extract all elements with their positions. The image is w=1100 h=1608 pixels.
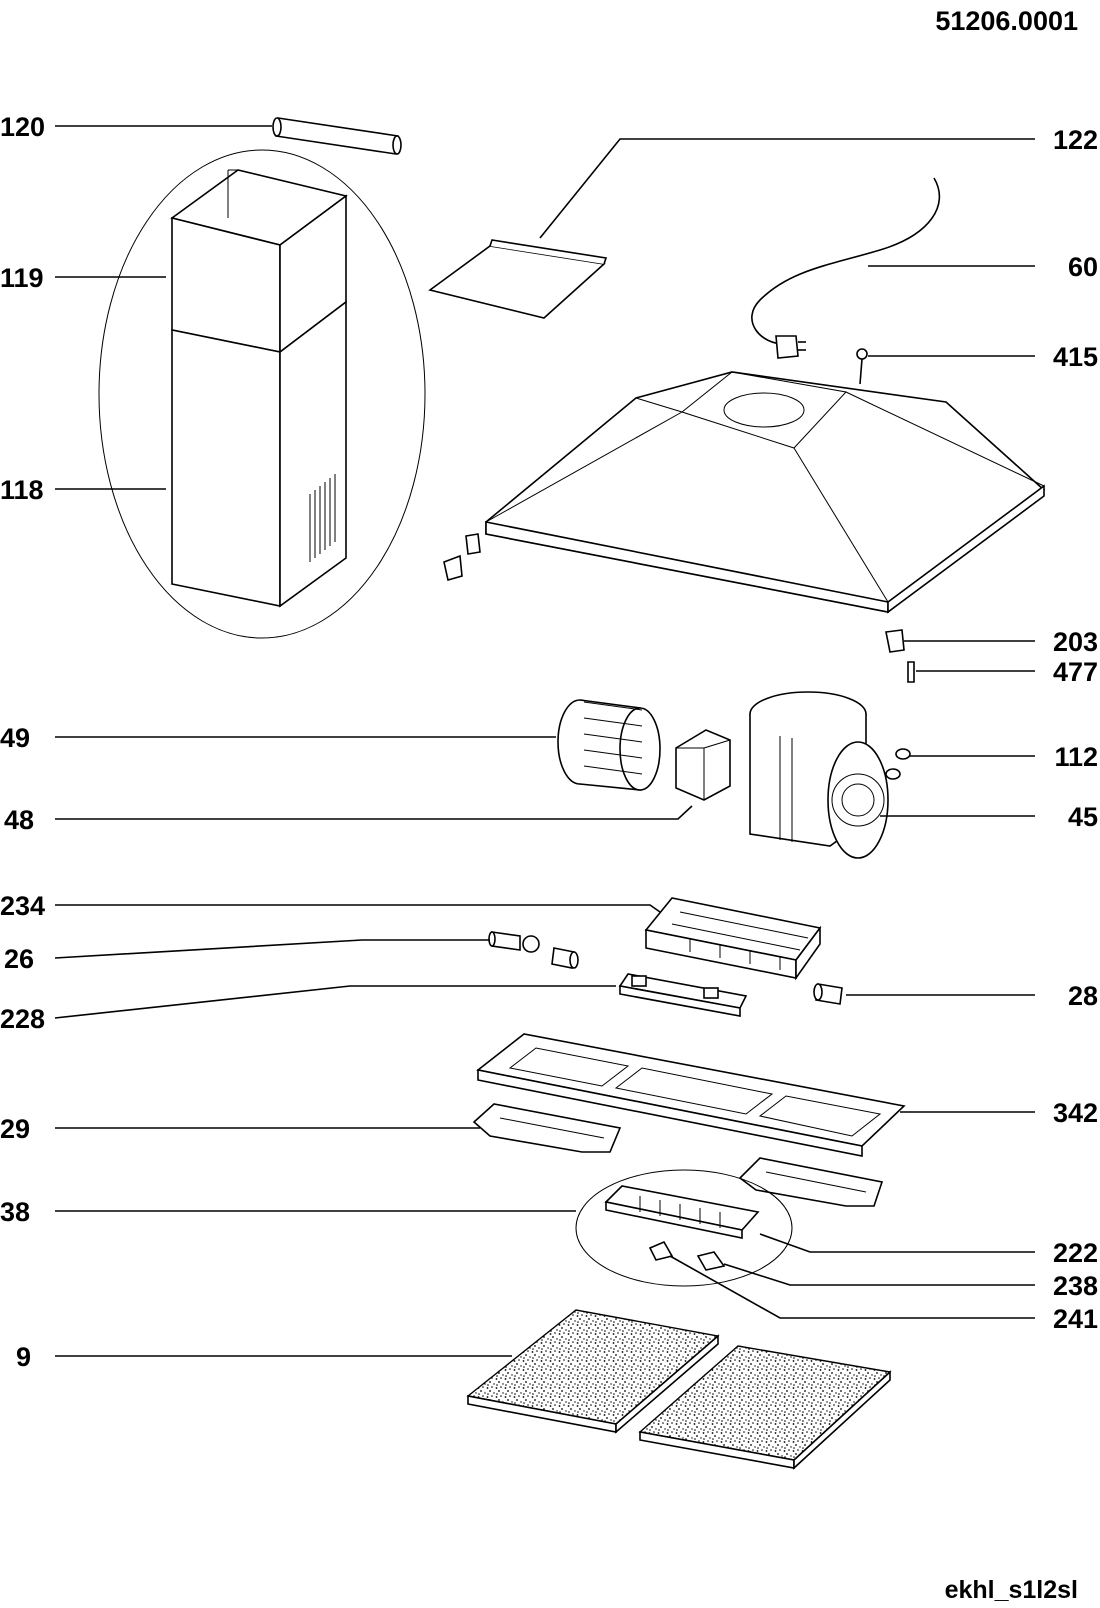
part-342-drawing: [476, 1033, 906, 1157]
leader-228: [54, 985, 616, 1019]
part-477-drawing: [907, 661, 915, 683]
part-112-drawing: [885, 748, 911, 780]
leader-241: [669, 1255, 1035, 1319]
callout-49: 49: [0, 723, 30, 753]
part-228-drawing: [618, 973, 748, 1017]
callout-45: 45: [1068, 802, 1098, 832]
callout-28: 28: [1068, 981, 1098, 1011]
part-38-group-drawing: [575, 1169, 793, 1287]
callout-222: 222: [1053, 1238, 1098, 1268]
leader-122: [539, 138, 1035, 239]
callout-241: 241: [1053, 1304, 1098, 1334]
part-49-drawing: [557, 699, 661, 791]
leader-238: [723, 1263, 1035, 1286]
chimney-group-drawing: [98, 149, 426, 639]
right-light-cover-drawing: [738, 1157, 884, 1207]
part-9-drawing: [466, 1309, 892, 1470]
callout-415: 415: [1053, 342, 1098, 372]
part-48-drawing: [675, 729, 731, 801]
callout-29: 29: [0, 1114, 30, 1144]
part-120-drawing: [272, 117, 402, 155]
part-26-drawing: [488, 931, 579, 969]
hood-canopy-drawing: [443, 371, 1046, 614]
leader-lines: [54, 125, 1035, 1357]
callout-60: 60: [1068, 252, 1098, 282]
callout-118: 118: [0, 475, 44, 505]
part-45-drawing: [749, 691, 889, 859]
part-28-drawing: [813, 983, 843, 1005]
callout-238: 238: [1053, 1271, 1098, 1301]
leader-48: [55, 805, 693, 820]
part-203-drawing: [885, 629, 905, 653]
callout-203: 203: [1053, 627, 1098, 657]
callout-26: 26: [4, 944, 34, 974]
callout-48: 48: [4, 805, 34, 835]
part-234-drawing: [644, 897, 822, 981]
leader-26: [54, 939, 490, 959]
part-callouts: 120 119 118 122 60 415 203 477 49 48 112…: [0, 112, 1098, 1372]
leader-222: [759, 1233, 1035, 1253]
part-122-drawing: [428, 239, 608, 319]
callout-112: 112: [1054, 742, 1098, 772]
footer-code: ekhl_s1l2sl: [945, 1576, 1078, 1604]
callout-120: 120: [0, 112, 45, 142]
part-415-drawing: [856, 348, 868, 385]
callout-9: 9: [16, 1342, 31, 1372]
callout-38: 38: [0, 1197, 30, 1227]
drawing-number: 51206.0001: [935, 6, 1078, 36]
callout-234: 234: [0, 891, 45, 921]
callout-342: 342: [1053, 1098, 1098, 1128]
part-29-drawing: [472, 1103, 622, 1153]
leader-234: [55, 904, 661, 913]
callout-122: 122: [1053, 125, 1098, 155]
part-60-drawing: [751, 177, 940, 359]
callout-119: 119: [0, 263, 44, 293]
callout-228: 228: [0, 1004, 45, 1034]
callout-477: 477: [1053, 657, 1098, 687]
